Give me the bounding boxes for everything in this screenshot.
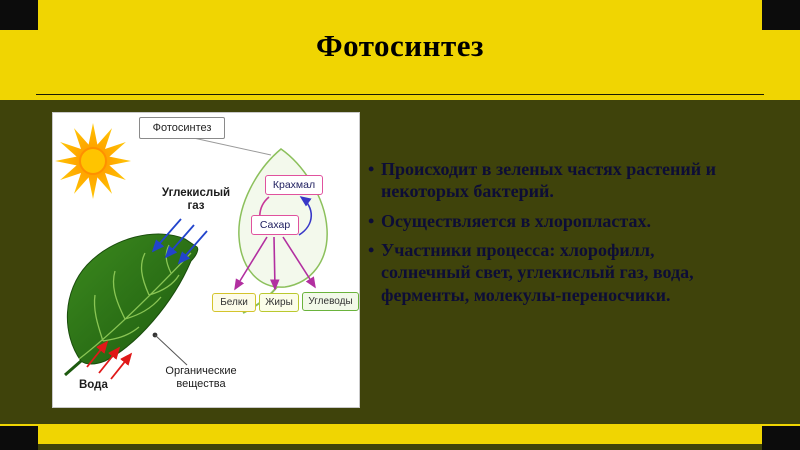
bullet-marker: • [368,159,375,179]
sugar-box: Сахар [251,215,299,235]
fats-label: Жиры [265,297,293,308]
water-label: Вода [79,379,108,391]
corner-decoration-top-right [762,0,800,30]
carbohydrates-label: Углеводы [308,296,353,307]
bullet-text: Осуществляется в хлоропластах. [381,210,651,231]
diagram-heading-box: Фотосинтез [139,117,225,139]
bullet-marker: • [368,210,375,231]
co2-label: Углекислый газ [161,187,231,213]
bullet-list: • Происходит в зеленых частях растений и… [368,158,728,313]
proteins-box: Белки [212,293,256,312]
list-item: • Происходит в зеленых частях растений и… [368,158,728,203]
page-title: Фотосинтез [316,28,484,63]
list-item: • Осуществляется в хлоропластах. [368,210,728,232]
corner-decoration-bottom-left [0,426,38,450]
heading-connector-line [188,136,272,156]
organic-matter-label: Органические вещества [165,365,237,390]
water-arrows [86,340,133,380]
bullet-marker: • [368,239,375,260]
green-leaf-illustration [64,233,199,377]
list-item: • Участники процесса: хлорофилл, солнечн… [368,239,728,306]
title-underline [36,94,764,95]
organic-matter-pointer [152,332,188,366]
bullet-text: Участники процесса: хлорофилл, солнечный… [381,239,694,305]
sun-icon [55,123,131,199]
corner-decoration-bottom-right [762,426,800,450]
bottom-band [0,424,800,444]
proteins-label: Белки [220,297,248,308]
corner-decoration-top-left [0,0,38,30]
diagram-graphics [55,123,328,380]
sugar-to-products-arrows [234,236,316,291]
diagram-heading-label: Фотосинтез [152,122,212,134]
co2-arrows [151,218,208,265]
starch-label: Крахмал [272,179,316,191]
bullet-text: Происходит в зеленых частях растений и н… [381,159,717,202]
photosynthesis-diagram: Фотосинтез Углекислый газ Крахмал Сахар … [52,112,360,408]
starch-box: Крахмал [265,175,323,195]
sugar-label: Сахар [259,219,291,231]
carbohydrates-box: Углеводы [302,292,359,311]
title-band [0,0,800,100]
fats-box: Жиры [259,293,299,312]
